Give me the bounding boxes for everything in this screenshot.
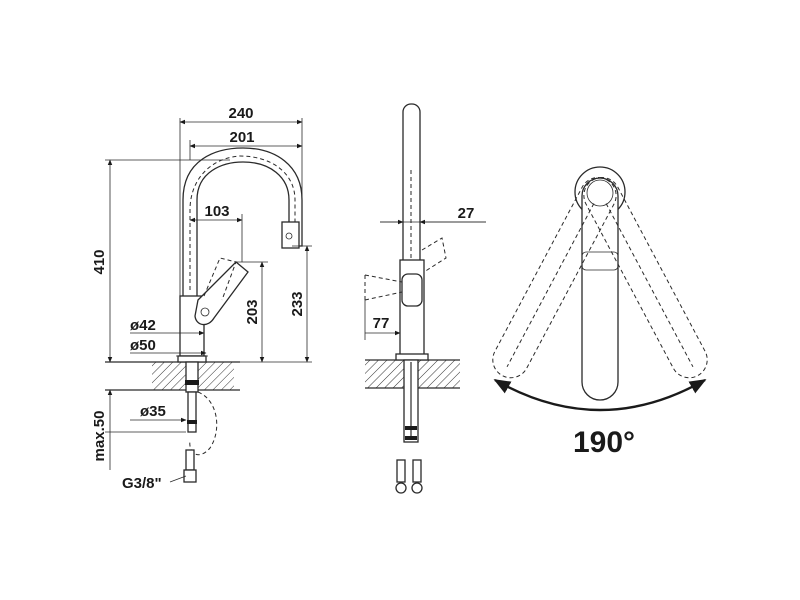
label-240: 240	[228, 105, 253, 122]
label-swivel-angle: 190°	[573, 426, 635, 459]
label-dia35: ø35	[140, 403, 166, 420]
side-lever-alt	[364, 274, 403, 301]
side-view: 27 77	[364, 103, 486, 494]
front-shank-nut	[185, 380, 199, 385]
front-shank-lower	[187, 391, 197, 433]
side-base	[395, 353, 429, 361]
front-lever-pivot	[200, 307, 210, 317]
side-shank-nut	[405, 426, 417, 430]
dim-thread-leader	[169, 475, 187, 483]
front-base	[177, 355, 207, 363]
front-lever-alt	[203, 257, 237, 301]
top-view: 190°	[492, 166, 708, 459]
side-connector-left-nut	[395, 482, 407, 494]
label-77: 77	[373, 315, 390, 332]
side-connector-right	[412, 459, 422, 483]
label-dia42: ø42	[130, 317, 156, 334]
label-201: 201	[229, 129, 254, 146]
side-lever-alt2	[421, 237, 447, 273]
side-connector-left	[396, 459, 406, 483]
front-hose	[189, 155, 296, 290]
front-shank	[185, 361, 199, 393]
label-233: 233	[289, 291, 306, 316]
label-203: 203	[244, 299, 261, 324]
label-103: 103	[204, 203, 229, 220]
front-spout	[182, 147, 303, 299]
front-shank-nut2	[187, 420, 197, 424]
front-view: 240 201 103 410 233 203 ø42 ø50 ø35 max.…	[91, 105, 312, 492]
label-27: 27	[458, 205, 475, 222]
top-swivel-right	[583, 177, 708, 379]
front-lever	[194, 261, 249, 326]
top-spout-cap	[586, 179, 614, 207]
side-lever	[401, 273, 423, 307]
top-swivel-arc	[493, 378, 707, 412]
label-thread: G3/8"	[122, 475, 162, 492]
front-connector	[185, 449, 195, 471]
front-connector-b	[183, 469, 197, 483]
top-spout	[581, 177, 619, 401]
front-spray-head	[281, 221, 300, 249]
front-spray-button	[285, 232, 293, 240]
side-shank-nut2	[405, 436, 417, 440]
label-dia50: ø50	[130, 337, 156, 354]
top-swivel-left	[492, 177, 617, 379]
label-max50: max.50	[91, 411, 108, 462]
label-410: 410	[91, 249, 108, 274]
top-lever	[581, 251, 619, 271]
side-connector-right-nut	[411, 482, 423, 494]
